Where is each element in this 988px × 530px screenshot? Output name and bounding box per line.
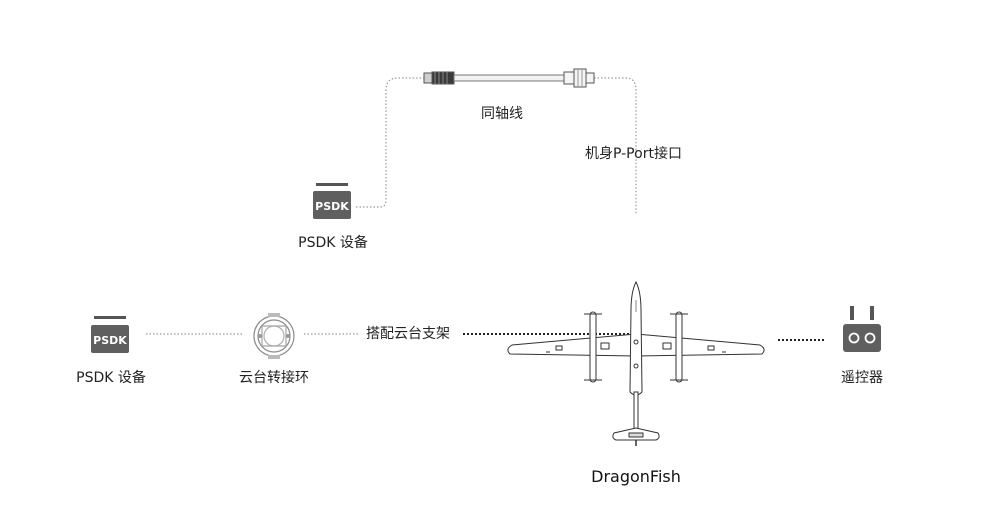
- dragonfish-aircraft-icon: [507, 280, 765, 446]
- psdk-device-label-left: PSDK 设备: [76, 370, 146, 386]
- cable-to-pport-line: [594, 77, 637, 214]
- remote-controller-label: 遥控器: [841, 370, 883, 386]
- gimbal-ring-icon: [253, 313, 295, 359]
- coaxial-cable-icon: [423, 68, 595, 88]
- gimbal-bracket-label: 搭配云台支架: [366, 326, 450, 342]
- top-connection-lines: [356, 77, 637, 214]
- gimbal-ring-label: 云台转接环: [239, 370, 309, 386]
- aircraft-name-label: DragonFish: [591, 467, 681, 486]
- coax-cable-label: 同轴线: [481, 106, 523, 122]
- psdk-to-cable-line: [356, 77, 424, 208]
- psdk-device-label-top: PSDK 设备: [298, 235, 368, 251]
- psdk-badge-left: PSDK: [93, 334, 127, 347]
- psdk-device-icon-left: PSDK: [91, 316, 129, 353]
- remote-controller-icon: [843, 306, 881, 352]
- psdk-device-icon-top: PSDK: [313, 183, 351, 219]
- psdk-badge-top: PSDK: [315, 200, 349, 213]
- body-pport-label: 机身P-Port接口: [585, 146, 682, 162]
